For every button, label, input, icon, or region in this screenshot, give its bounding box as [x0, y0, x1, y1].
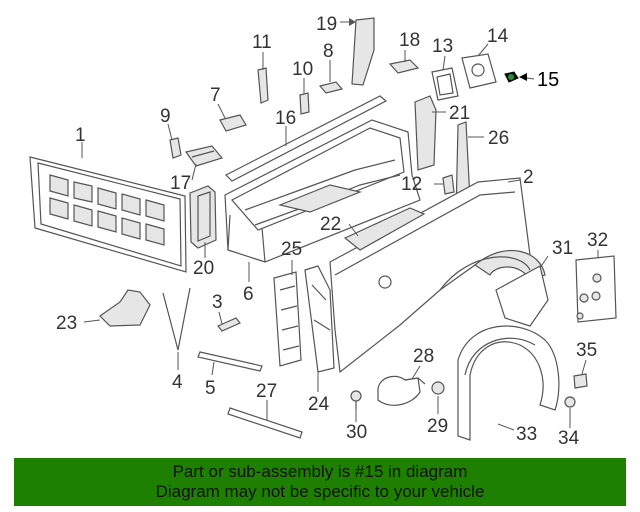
- parts-diagram: 1 2 3 4 5 6 7 8 9 10 11 12 13 14 15 16 1…: [29, 14, 617, 449]
- part-21-pillar[interactable]: [414, 95, 437, 171]
- part-19-brace[interactable]: [351, 17, 375, 86]
- part-tailgate-panel[interactable]: [29, 156, 187, 273]
- callout-21: 21: [449, 103, 470, 124]
- callout-8: 8: [323, 41, 334, 62]
- callout-24: 24: [308, 394, 330, 415]
- part-5-strip[interactable]: [197, 351, 263, 372]
- callout-10: 10: [292, 59, 313, 80]
- part-9-hinge[interactable]: [169, 137, 182, 159]
- callout-3: 3: [212, 292, 223, 313]
- callout-22: 22: [320, 214, 341, 235]
- callout-18: 18: [399, 30, 420, 51]
- callout-9: 9: [160, 106, 171, 127]
- callout-14: 14: [487, 26, 509, 47]
- callout-20: 20: [193, 258, 214, 279]
- part-8-clip[interactable]: [318, 81, 344, 94]
- part-17-bracket[interactable]: [184, 145, 224, 167]
- part-28-fuel-door[interactable]: [377, 375, 426, 406]
- part-32-plate[interactable]: [575, 255, 617, 323]
- part-18-plate[interactable]: [388, 59, 420, 74]
- callout-32: 32: [587, 230, 608, 251]
- arrowheads: [349, 18, 527, 81]
- callout-28: 28: [413, 346, 434, 367]
- banner-line-1: Part or sub-assembly is #15 in diagram: [172, 462, 468, 481]
- callout-19: 19: [316, 14, 337, 35]
- part-33-wheelhouse-liner[interactable]: [457, 325, 560, 441]
- part-34-fastener[interactable]: [564, 396, 576, 408]
- callout-13: 13: [432, 36, 453, 57]
- callout-33: 33: [516, 424, 537, 445]
- part-4-cable[interactable]: [162, 287, 191, 351]
- callout-27: 27: [256, 381, 277, 402]
- part-bed-box[interactable]: [224, 119, 421, 263]
- callout-34: 34: [558, 428, 580, 449]
- part-13-gasket[interactable]: [431, 67, 459, 101]
- callout-5: 5: [205, 378, 216, 399]
- banner-line-2: Diagram may not be specific to your vehi…: [155, 482, 485, 501]
- callout-17: 17: [170, 173, 191, 194]
- part-14-housing[interactable]: [461, 53, 497, 89]
- callout-26: 26: [488, 128, 509, 149]
- callout-12: 12: [401, 174, 422, 195]
- callout-29: 29: [427, 416, 448, 437]
- part-15-highlighted[interactable]: [504, 71, 519, 83]
- part-10-tab[interactable]: [299, 92, 310, 115]
- callout-30: 30: [346, 422, 367, 443]
- part-tailgate-bracket[interactable]: [189, 185, 217, 249]
- callout-6: 6: [243, 284, 254, 305]
- callout-labels: 1 2 3 4 5 6 7 8 9 10 11 12 13 14 15 16 1…: [56, 14, 608, 449]
- part-22-wheelhouse-bracket[interactable]: [343, 207, 426, 251]
- part-25-pillar[interactable]: [273, 271, 302, 367]
- part-31-splash-shield[interactable]: [495, 265, 549, 327]
- part-12-bracket[interactable]: [442, 174, 455, 195]
- info-banner: Part or sub-assembly is #15 in diagram D…: [14, 458, 626, 506]
- part-top-rail[interactable]: [224, 95, 388, 182]
- part-29-grommet[interactable]: [431, 381, 445, 395]
- callout-23: 23: [56, 313, 77, 334]
- part-23-bracket[interactable]: [99, 289, 151, 327]
- callout-7: 7: [210, 85, 221, 106]
- part-30-bolt[interactable]: [350, 390, 362, 410]
- callout-11: 11: [252, 32, 272, 53]
- part-11-strap[interactable]: [257, 67, 269, 104]
- part-3-clip[interactable]: [217, 317, 241, 332]
- part-35-nut[interactable]: [573, 373, 588, 389]
- part-24-brace[interactable]: [304, 265, 335, 373]
- part-7-clip[interactable]: [219, 114, 247, 132]
- part-outer-side-panel[interactable]: [329, 177, 546, 374]
- callout-4: 4: [172, 372, 183, 393]
- callout-31: 31: [552, 238, 573, 259]
- callout-25: 25: [281, 239, 302, 260]
- callout-16: 16: [275, 108, 296, 129]
- callout-1: 1: [75, 125, 86, 146]
- callout-35: 35: [576, 340, 597, 361]
- callout-2: 2: [523, 167, 534, 188]
- callout-15[interactable]: 15: [537, 69, 559, 91]
- part-27-rail[interactable]: [227, 407, 303, 439]
